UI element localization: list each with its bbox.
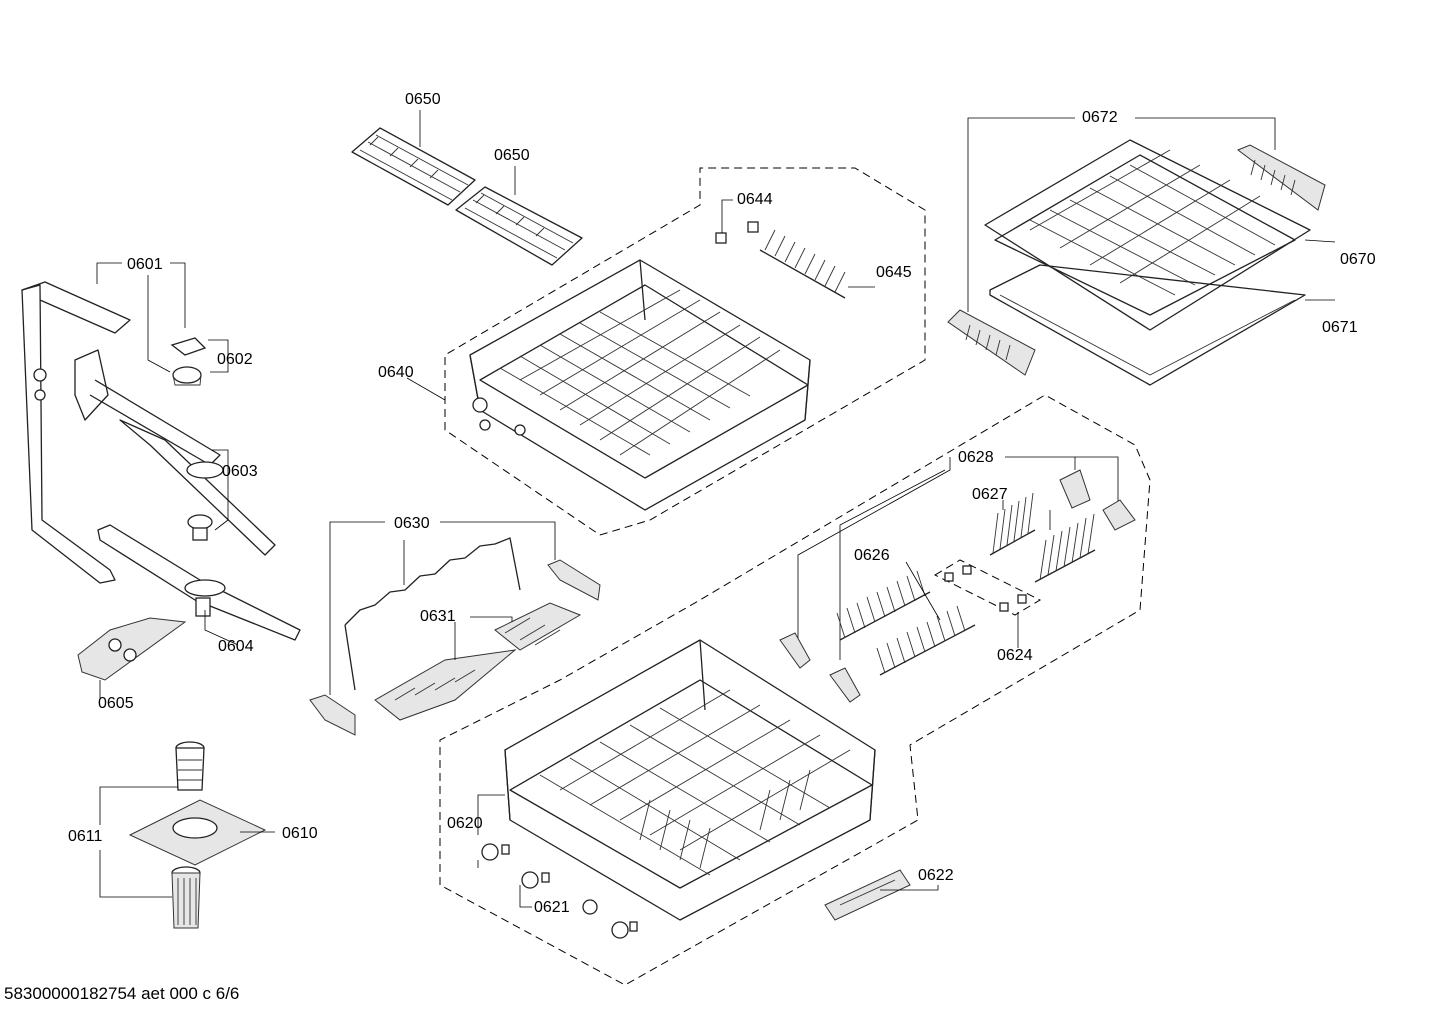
clip-0628-d [1102,499,1136,531]
clip-0628-b [829,667,861,703]
document-footer-code: 58300000182754 aet 000 c 6/6 [4,984,240,1003]
part-label-0611: 0611 [68,828,103,845]
upper-basket-group-outline [444,167,926,536]
part-label-0622: 0622 [918,867,954,884]
tine-row-0627-b [1034,513,1096,583]
hinge-right [547,559,601,601]
hinge-left [309,694,356,736]
lower-basket-0620 [504,639,876,921]
spray-nozzle-small [187,514,213,541]
part-label-0650: 0650 [494,147,530,164]
part-label-0670: 0670 [1340,251,1376,268]
part-label-0620: 0620 [447,815,483,832]
part-label-0644: 0644 [737,191,773,208]
accessory-parts-0624 [944,565,1027,612]
part-label-0603: 0603 [222,463,258,480]
accessory-tray-outline [933,559,1042,616]
part-label-0605: 0605 [98,695,134,712]
wheel-0621-c [611,921,638,939]
part-label-0671: 0671 [1322,319,1358,336]
filter-0611 [175,741,205,791]
part-label-0626: 0626 [854,547,890,564]
upper-basket-0640 [469,259,811,511]
part-label-0602: 0602 [217,351,253,368]
nozzle-0602 [170,337,207,386]
part-label-0621: 0621 [534,899,570,916]
cup-rack-0631-a [374,649,517,721]
tray-rail-0671 [989,264,1306,386]
part-label-0604: 0604 [218,638,254,655]
lower-basket-group-outline [439,394,1151,986]
filter-plate-0605 [77,617,187,681]
part-label-0630: 0630 [394,515,430,532]
cup-shelf-0650-a [351,127,476,206]
handle-0622 [824,869,911,921]
tine-rack-0645 [759,229,846,299]
part-label-0601: 0601 [127,256,163,273]
clip-0644 [715,221,759,244]
part-label-0610: 0610 [282,825,318,842]
tine-row-0627-a [989,492,1036,556]
supply-pipe-0601 [21,281,131,584]
clip-0628-a [779,632,811,669]
part-label-0645: 0645 [876,264,912,281]
wheel-0620 [481,843,510,861]
side-holder-0672-right [1237,144,1326,211]
part-label-0640: 0640 [378,364,414,381]
part-label-0631: 0631 [420,608,456,625]
filter-plate-0610 [128,799,267,866]
part-label-0628: 0628 [958,449,994,466]
lower-spray-arm-0604 [97,524,301,641]
wheel-0621-b [582,899,598,915]
part-label-0627: 0627 [972,486,1008,503]
clip-0628-c [1059,469,1091,509]
cutlery-tray-0670 [984,139,1311,331]
cup-rack-0631-b [494,602,582,651]
part-label-0624: 0624 [997,647,1033,664]
side-holder-0672-left [947,309,1036,376]
wheel-0621-a [521,871,550,889]
part-label-0672: 0672 [1082,109,1118,126]
part-label-0650: 0650 [405,91,441,108]
upper-spray-arm-0603 [74,349,276,556]
wire-rod-0630 [344,537,521,691]
tine-row-0626-b [876,605,976,676]
tine-row-0626-a [836,570,931,641]
micro-filter-cylinder [171,866,201,929]
cup-shelf-0650-b [455,186,583,266]
